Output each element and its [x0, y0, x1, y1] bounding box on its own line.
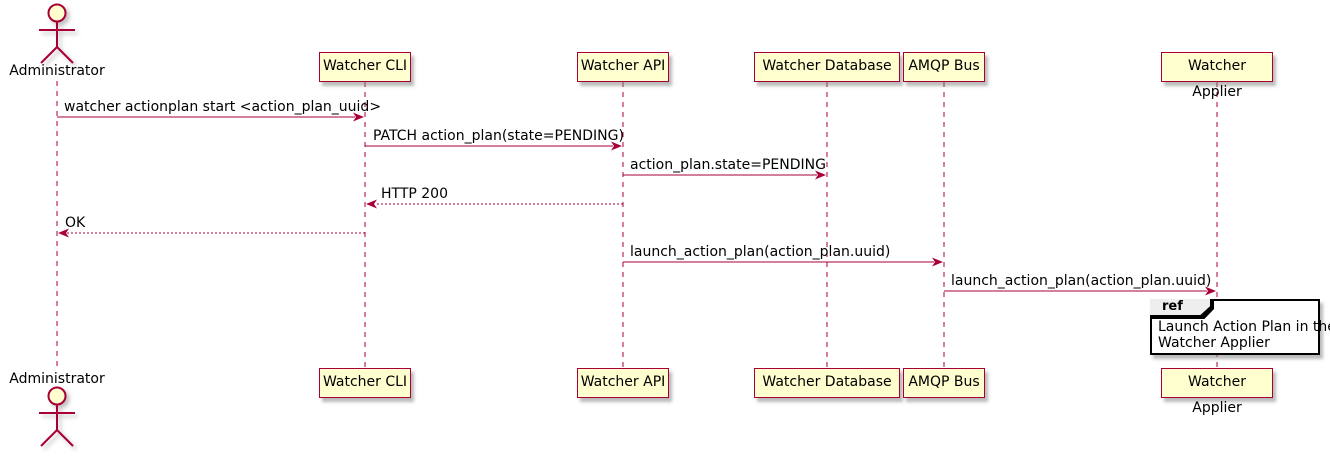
participant-amqp-bus-bottom: AMQP Bus	[903, 368, 985, 398]
participant-watcher-api-bottom: Watcher API	[577, 368, 669, 398]
message-arrow-1	[57, 112, 364, 122]
message-arrow-5	[58, 228, 365, 238]
participant-watcher-database-bottom: Watcher Database	[754, 368, 900, 398]
participant-watcher-cli-top: Watcher CLI	[319, 52, 411, 82]
message-arrow-2	[365, 141, 622, 151]
message-watcher-actionplan-start: watcher actionplan start <action_plan_uu…	[64, 99, 382, 115]
message-arrow-6	[623, 257, 943, 267]
participant-watcher-applier-bottom: Watcher Applier	[1161, 368, 1273, 416]
ref-text-line-1: Launch Action Plan in the	[1158, 319, 1330, 335]
ref-fragment: ref Launch Action Plan in the Watcher Ap…	[1150, 299, 1330, 355]
message-http-200: HTTP 200	[381, 186, 448, 202]
ref-keyword: ref	[1150, 299, 1210, 315]
participant-watcher-api-top: Watcher API	[577, 52, 669, 82]
message-patch-action-plan: PATCH action_plan(state=PENDING)	[373, 128, 624, 144]
actor-label-administrator-bottom: Administrator	[9, 371, 105, 387]
message-launch-action-plan-2: launch_action_plan(action_plan.uuid)	[951, 273, 1212, 289]
participant-watcher-database-top: Watcher Database	[754, 52, 900, 82]
actor-figure-top	[39, 3, 75, 64]
participant-amqp-bus-top: AMQP Bus	[903, 52, 985, 82]
message-arrow-7	[944, 286, 1216, 296]
actor-figure-bottom	[39, 386, 75, 447]
participant-watcher-cli-bottom: Watcher CLI	[319, 368, 411, 398]
message-arrow-4	[366, 199, 623, 209]
participant-watcher-applier-top: Watcher Applier	[1161, 52, 1273, 100]
message-ok: OK	[65, 215, 86, 231]
message-arrow-3	[623, 170, 826, 180]
actor-label-administrator-top: Administrator	[9, 63, 105, 79]
message-action-plan-state-pending: action_plan.state=PENDING	[630, 157, 826, 173]
message-launch-action-plan-1: launch_action_plan(action_plan.uuid)	[630, 244, 891, 260]
ref-text-line-2: Watcher Applier	[1158, 335, 1270, 351]
